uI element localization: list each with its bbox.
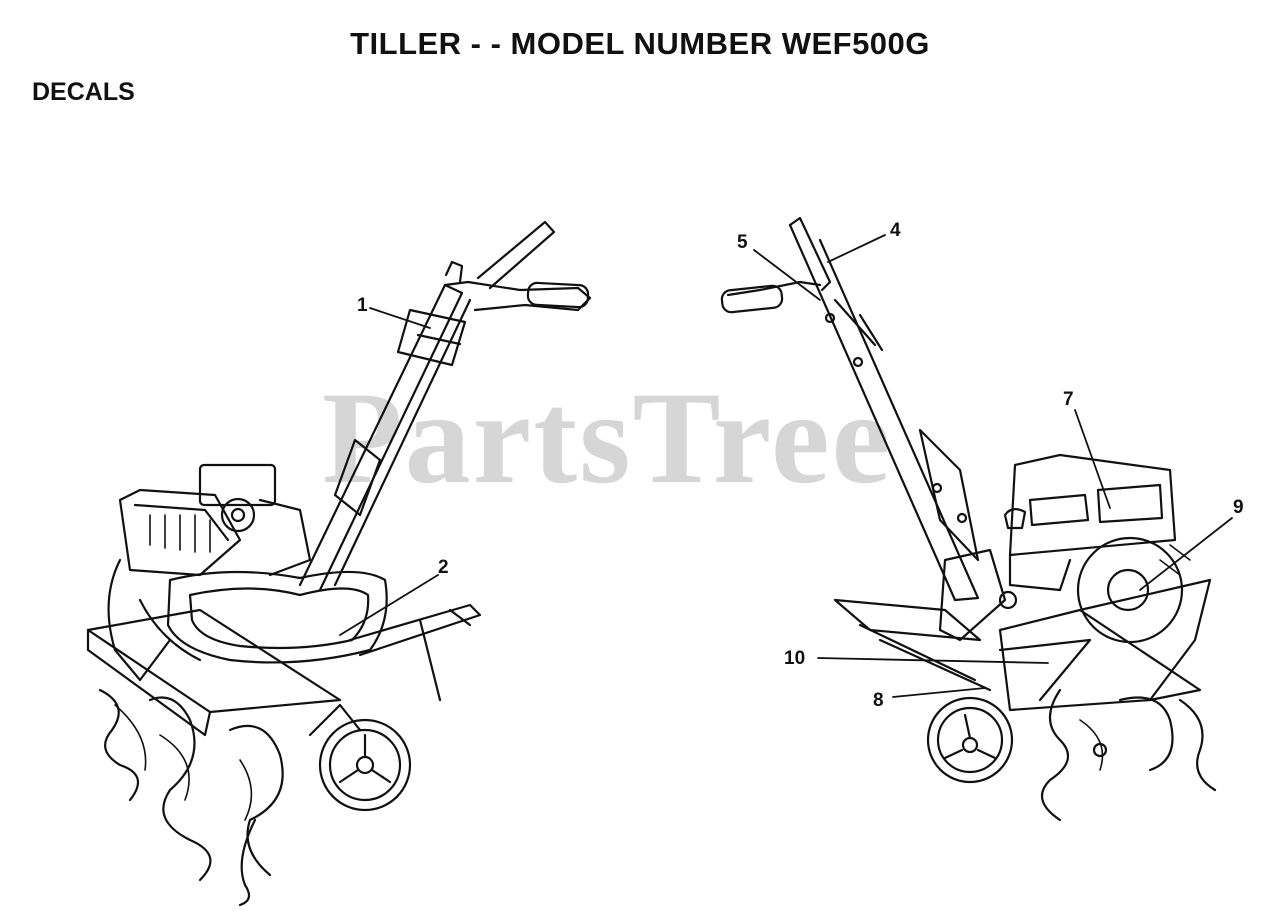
callout-7: 7 bbox=[1063, 389, 1074, 410]
page-title: TILLER - - MODEL NUMBER WEF500G bbox=[350, 26, 930, 61]
right-tiller bbox=[339, 216, 1233, 822]
watermark: PartsTree bbox=[322, 364, 893, 511]
right-control-lever bbox=[788, 216, 832, 292]
callout-8: 8 bbox=[873, 690, 884, 711]
left-control-lever bbox=[476, 220, 556, 290]
callout-2: 2 bbox=[438, 557, 449, 578]
left-belt-cover bbox=[166, 570, 388, 664]
section-heading: DECALS bbox=[32, 78, 135, 106]
callout-10: 10 bbox=[784, 648, 806, 669]
callout-1: 1 bbox=[357, 295, 368, 316]
left-wheel bbox=[318, 718, 412, 812]
callout-9: 9 bbox=[1233, 497, 1244, 518]
callout-5: 5 bbox=[737, 232, 748, 253]
right-wheel bbox=[926, 696, 1014, 784]
left-tiller bbox=[86, 220, 592, 907]
left-hand-grip bbox=[526, 281, 590, 309]
right-hand-grip bbox=[720, 284, 784, 314]
callout-4: 4 bbox=[890, 220, 901, 241]
right-flywheel-cover bbox=[1076, 536, 1184, 644]
